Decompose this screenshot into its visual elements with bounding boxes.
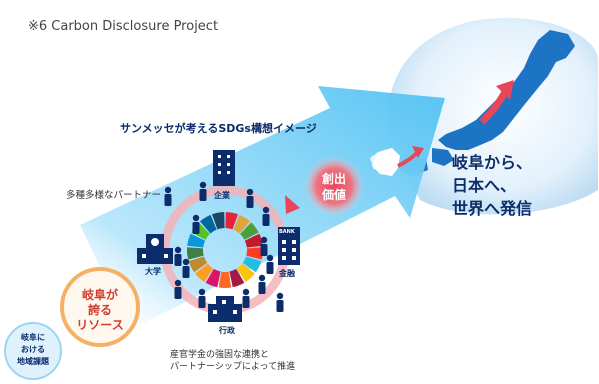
sdg-segment	[246, 247, 263, 260]
person-icon	[258, 274, 266, 294]
person-icon	[198, 288, 206, 308]
sdg-segment	[233, 214, 251, 234]
government-building-icon	[208, 296, 242, 322]
partner-label: 多種多様なパートナー	[66, 190, 162, 201]
creation-glow	[304, 156, 364, 216]
footnote: ※6 Carbon Disclosure Project	[28, 19, 219, 34]
sdg-segment	[229, 268, 245, 288]
sdg-segment	[205, 268, 221, 288]
sdg-segment	[195, 263, 214, 282]
finance-label: 金融	[279, 269, 295, 278]
university-label: 大学	[145, 267, 161, 276]
pride-circle	[60, 267, 140, 347]
sdg-segment	[187, 233, 206, 248]
sdg-segment	[199, 214, 217, 234]
company-label: 企業	[214, 191, 230, 200]
person-icon	[174, 279, 182, 299]
person-icon	[164, 186, 172, 206]
person-icon	[276, 292, 284, 312]
government-label: 行政	[219, 326, 235, 335]
person-icon	[182, 258, 190, 278]
company-building-icon	[213, 150, 235, 186]
person-icon	[260, 236, 268, 256]
person-icon	[266, 254, 274, 274]
person-icon	[242, 288, 250, 308]
diagram-heading: サンメッセが考えるSDGs構想イメージ	[120, 122, 317, 135]
person-icon	[262, 206, 270, 226]
person-icon	[246, 188, 254, 208]
sdg-segment	[236, 263, 255, 282]
partner-people	[164, 181, 284, 312]
sdg-segment	[187, 247, 204, 260]
issue-circle	[4, 322, 62, 380]
sdg-segment	[218, 271, 232, 288]
regional-issues-text: 岐阜に おける 地域課題	[17, 333, 49, 366]
sdg-segment	[240, 222, 259, 240]
sdg-segment	[225, 212, 239, 230]
person-icon	[174, 246, 182, 266]
person-icon	[192, 214, 200, 234]
partnership-caption: 産官学金の強固な連携と パートナーシップによって推進	[170, 350, 296, 372]
sdg-segment	[242, 256, 262, 273]
sdg-segment	[211, 212, 225, 230]
sdg-segment	[188, 256, 208, 273]
university-building-icon	[137, 234, 173, 264]
creation-value-text: 創出 価値	[321, 172, 346, 202]
message-text: 岐阜から、 日本へ、 世界へ発信	[452, 153, 533, 218]
bank-sign: BANK	[279, 229, 295, 235]
person-icon	[199, 181, 207, 201]
gifu-resources-text: 岐阜が 誇る リソース	[76, 288, 124, 332]
finance-bank-icon	[278, 227, 300, 265]
sdg-segment	[244, 233, 263, 248]
sdgs-wheel	[187, 212, 263, 288]
